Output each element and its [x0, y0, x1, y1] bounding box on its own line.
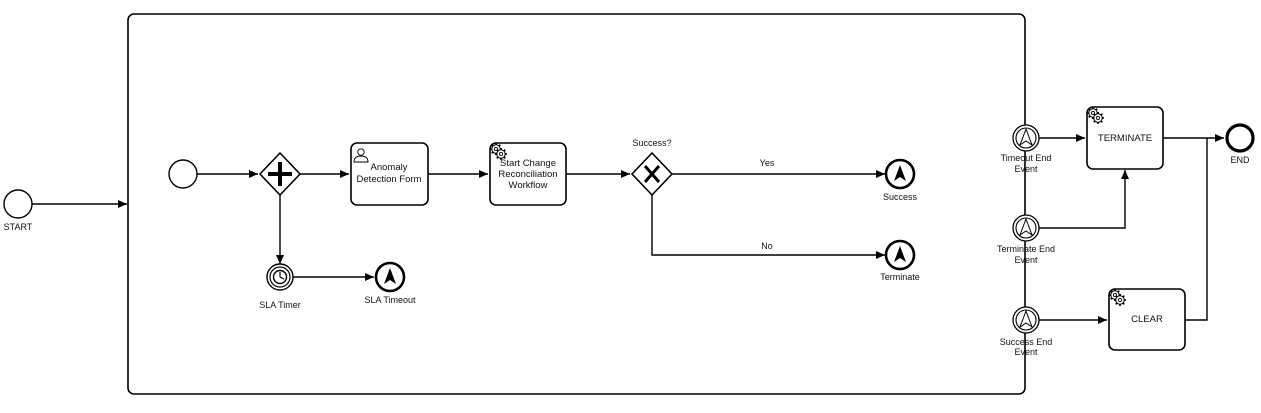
user-icon	[353, 148, 369, 163]
sla-timer-event[interactable]	[266, 263, 294, 291]
boundary-terminate-end-event[interactable]	[1012, 214, 1040, 242]
end-event-label: END	[1230, 155, 1250, 165]
sla-timeout-label: SLA Timeout	[364, 295, 416, 305]
terminate-end-label: Terminate	[880, 272, 920, 282]
terminate-task-label: TERMINATE	[1098, 133, 1152, 144]
x-icon	[643, 165, 661, 183]
terminate-task[interactable]: TERMINATE	[1086, 106, 1164, 170]
service-task-label-line-3: Workflow	[509, 180, 548, 191]
anomaly-detection-form-task[interactable]: Anomaly Detection Form	[350, 142, 429, 206]
sla-timeout-end-event[interactable]	[374, 261, 406, 293]
start-event[interactable]	[3, 189, 33, 219]
sla-timer-label: SLA Timer	[259, 300, 301, 310]
boundary-terminate-label-line-2: Event	[1014, 255, 1038, 265]
clear-task-label: CLEAR	[1131, 314, 1163, 325]
subprocess-container[interactable]	[127, 13, 1026, 395]
end-event[interactable]	[1225, 123, 1255, 153]
flow-clear-task-to-end[interactable]	[1185, 138, 1208, 321]
flow-no[interactable]	[651, 195, 885, 259]
decision-label: Success?	[632, 138, 671, 148]
boundary-terminate-label-line-1: Terminate End	[997, 244, 1055, 254]
user-task-label-line-2: Detection Form	[357, 174, 422, 185]
boundary-success-label-line-2: Event	[1014, 347, 1038, 357]
boundary-timeout-end-event[interactable]	[1012, 124, 1040, 152]
plus-icon	[268, 162, 292, 186]
flow-terminate-to-terminate-task[interactable]	[1039, 170, 1129, 229]
boundary-success-label-line-1: Success End	[1000, 337, 1053, 347]
clock-icon	[272, 269, 288, 285]
boundary-timeout-label-line-1: Timeout End	[1001, 153, 1052, 163]
flow-no-label: No	[761, 241, 773, 251]
clear-task[interactable]: CLEAR	[1108, 288, 1186, 351]
service-task-label-line-1: Start Change	[500, 158, 556, 169]
start-event-label: START	[4, 222, 33, 232]
success-end-label: Success	[883, 192, 918, 202]
terminate-end-event[interactable]	[884, 239, 916, 271]
boundary-success-end-event[interactable]	[1012, 306, 1040, 334]
user-task-label-line-1: Anomaly	[371, 162, 408, 173]
flow-yes-label: Yes	[760, 158, 775, 168]
service-task-label-line-2: Reconciliation	[498, 169, 557, 180]
start-change-reconciliation-task[interactable]: Start Change Reconciliation Workflow	[489, 142, 567, 206]
boundary-timeout-label-line-2: Event	[1014, 164, 1038, 174]
inner-start-event[interactable]	[168, 159, 198, 189]
success-end-event[interactable]	[884, 158, 916, 190]
